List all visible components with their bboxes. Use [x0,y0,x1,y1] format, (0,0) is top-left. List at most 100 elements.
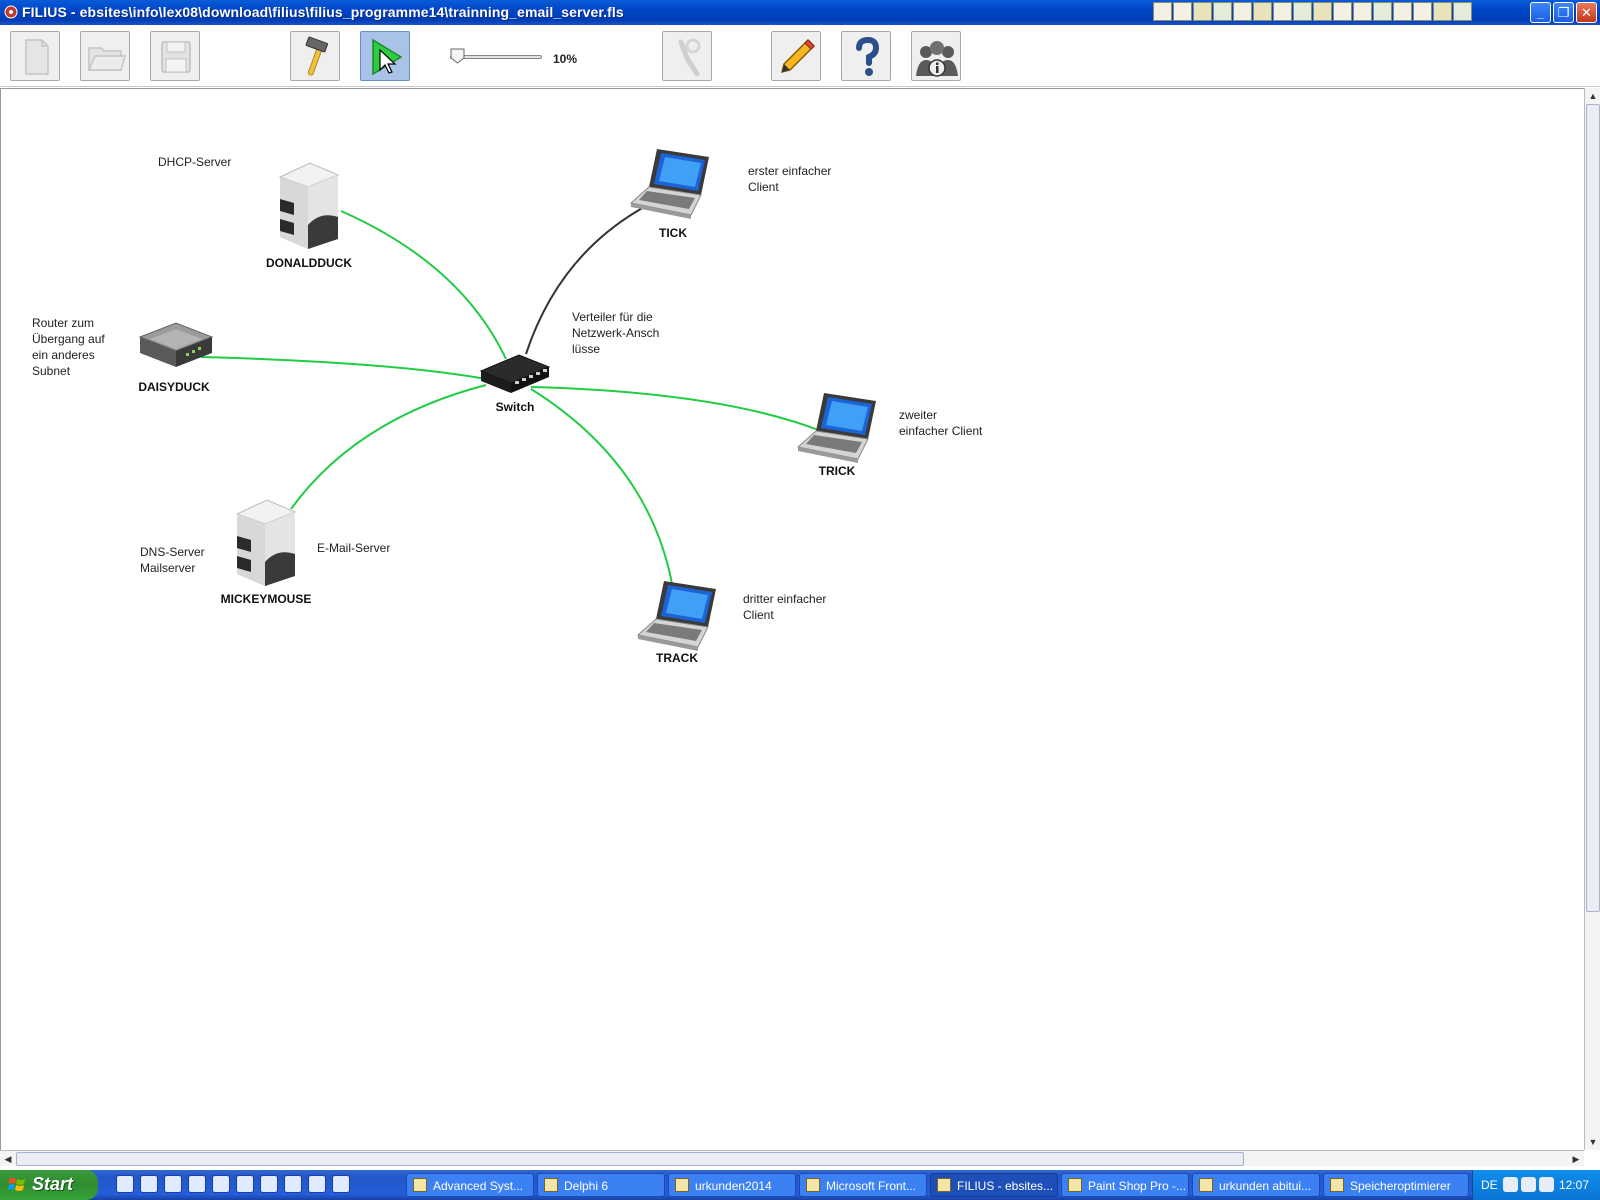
note-switch[interactable]: Verteiler für die Netzwerk-Ansch lüsse [572,310,660,356]
scroll-right-icon[interactable]: ▶ [1572,1154,1580,1164]
pencil-icon [780,38,816,74]
wrench-icon [678,38,701,77]
app-icon [1068,1178,1082,1192]
taskbar-item[interactable]: Microsoft Front... [799,1173,927,1197]
server-icon[interactable] [231,496,301,588]
taskbar-item[interactable]: Advanced Syst... [406,1173,534,1197]
shortcut-icon[interactable] [1213,2,1232,21]
tray-icon[interactable] [1521,1177,1536,1192]
open-file-button[interactable] [80,31,130,81]
node-label-track[interactable]: TRACK [656,651,698,665]
design-mode-button[interactable] [290,31,340,81]
new-file-button[interactable] [10,31,60,81]
node-label-tick[interactable]: TICK [659,226,687,240]
shortcut-icon[interactable] [1453,2,1472,21]
quick-launch-icon[interactable] [164,1175,182,1193]
info-button[interactable] [911,31,961,81]
quick-launch-icon[interactable] [140,1175,158,1193]
edit-button[interactable] [771,31,821,81]
network-canvas[interactable]: DONALDDUCK DHCP-Server DAISYDUCK Router … [0,88,1584,1150]
quick-launch-icon[interactable] [212,1175,230,1193]
shortcut-icon[interactable] [1393,2,1412,21]
note-email-server[interactable]: E-Mail-Server [317,541,391,555]
start-button[interactable]: Start [0,1170,98,1200]
shortcut-icon[interactable] [1253,2,1272,21]
shortcut-icon[interactable] [1233,2,1252,21]
laptop-icon[interactable] [636,575,722,655]
start-label: Start [32,1174,74,1194]
taskbar-item[interactable]: Delphi 6 [537,1173,665,1197]
scroll-down-icon[interactable]: ▼ [1588,1137,1598,1147]
shortcut-icon[interactable] [1293,2,1312,21]
minimize-icon: _ [1536,5,1545,20]
node-label-daisyduck[interactable]: DAISYDUCK [138,380,210,394]
note-trick[interactable]: zweiter einfacher Client [899,408,983,438]
quick-launch-icon[interactable] [332,1175,350,1193]
app-icon [544,1178,558,1192]
shortcut-icon[interactable] [1373,2,1392,21]
node-label-donaldduck[interactable]: DONALDDUCK [266,256,352,270]
tray-icon[interactable] [1539,1177,1554,1192]
system-tray: DE 12:07 [1472,1170,1600,1200]
taskbar-item[interactable]: Paint Shop Pro -... [1061,1173,1189,1197]
wrench-tool-button[interactable] [662,31,712,81]
save-disk-icon [161,41,191,73]
taskbar-item[interactable]: urkunden2014 [668,1173,796,1197]
simulation-mode-button[interactable] [360,31,410,81]
vertical-scroll-thumb[interactable] [1586,104,1600,912]
pdf-icon [1199,1178,1213,1192]
vertical-scrollbar[interactable]: ▲ ▼ [1584,88,1600,1150]
horizontal-scrollbar[interactable]: ◀ ▶ [0,1150,1584,1166]
restore-icon: ❐ [1557,5,1570,20]
quick-launch-icon[interactable] [308,1175,326,1193]
shortcut-icon[interactable] [1433,2,1452,21]
taskbar-item-active[interactable]: FILIUS - ebsites... [930,1173,1058,1197]
shortcut-icon[interactable] [1413,2,1432,21]
note-dhcp-server[interactable]: DHCP-Server [158,155,232,169]
taskbar-item[interactable]: urkunden abitui... [1192,1173,1320,1197]
quick-launch-icon[interactable] [284,1175,302,1193]
restore-button[interactable]: ❐ [1553,2,1574,23]
minimize-button[interactable]: _ [1530,2,1551,23]
router-icon[interactable] [136,317,216,373]
laptop-icon[interactable] [629,143,715,223]
language-indicator[interactable]: DE [1481,1178,1498,1192]
scroll-up-icon[interactable]: ▲ [1588,91,1598,101]
tray-icon[interactable] [1503,1177,1518,1192]
help-button[interactable] [841,31,891,81]
window-title-bar[interactable]: FILIUS - ebsites\info\lex08\download\fil… [0,0,1600,25]
note-router[interactable]: Router zum Übergang auf ein anderes Subn… [32,316,105,378]
server-icon[interactable] [274,159,344,251]
quick-launch-icon[interactable] [260,1175,278,1193]
shortcut-icon[interactable] [1153,2,1172,21]
play-cursor-icon [372,38,403,76]
clock[interactable]: 12:07 [1559,1178,1590,1192]
shortcut-icon[interactable] [1273,2,1292,21]
scroll-left-icon[interactable]: ◀ [4,1154,12,1164]
save-file-button[interactable] [150,31,200,81]
shortcut-icon[interactable] [1333,2,1352,21]
zoom-slider-handle[interactable] [450,48,465,64]
laptop-icon[interactable] [796,387,882,467]
window-title: FILIUS - ebsites\info\lex08\download\fil… [22,4,624,20]
shortcut-icon[interactable] [1173,2,1192,21]
note-dns-server[interactable]: DNS-Server Mailserver [140,545,205,575]
node-label-switch[interactable]: Switch [495,400,535,414]
link-mickeymouse-switch [290,384,487,510]
note-tick[interactable]: erster einfacher Client [748,164,832,194]
hammer-icon [305,36,328,76]
shortcut-icon[interactable] [1353,2,1372,21]
quick-launch-icon[interactable] [116,1175,134,1193]
taskbar-item[interactable]: Speicheroptimierer [1323,1173,1469,1197]
network-links [200,205,822,590]
shortcut-icon[interactable] [1193,2,1212,21]
quick-launch-icon[interactable] [188,1175,206,1193]
shortcut-icon[interactable] [1313,2,1332,21]
close-button[interactable]: ✕ [1576,2,1597,23]
node-label-mickeymouse[interactable]: MICKEYMOUSE [220,592,312,606]
note-track[interactable]: dritter einfacher Client [743,592,827,622]
horizontal-scroll-thumb[interactable] [16,1152,1244,1166]
node-label-trick[interactable]: TRICK [818,464,856,478]
switch-icon[interactable] [479,347,551,397]
quick-launch-icon[interactable] [236,1175,254,1193]
